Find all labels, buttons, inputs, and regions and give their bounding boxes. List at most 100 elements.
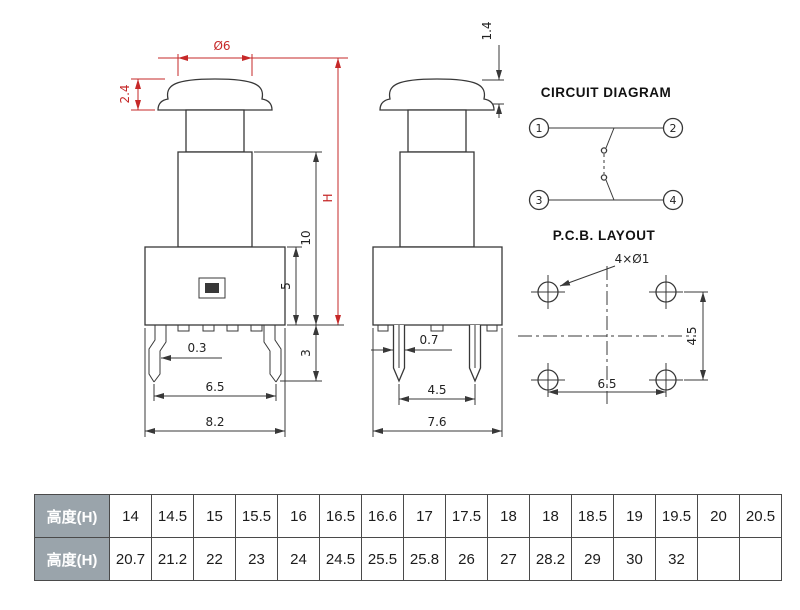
terminal-1-circle [528,117,550,139]
table-cell: 18 [529,494,572,538]
dim-cap-lip: 1.4 [480,21,504,118]
technical-drawing: Ø6 2.4 H 10 5 3 [118,21,708,437]
body-center-detail [198,277,226,299]
terminal-1-label: 1 [536,122,543,135]
table-row: 高度(H) 20.7 21.2 22 23 24 24.5 25.5 25.8 … [34,537,782,581]
table-cell: 17.5 [445,494,488,538]
table-cell: 30 [613,537,656,581]
table-cell: 18.5 [571,494,614,538]
table-cell: 28.2 [529,537,572,581]
table-cell: 25.5 [361,537,404,581]
dim-pcb-row-pitch: 4.5 [684,291,708,381]
side-view: 1.4 0.7 4.5 7.6 [371,21,504,437]
switch-body-side [372,246,503,326]
table-cell: 16.5 [319,494,362,538]
dim-label-cap-lip: 1.4 [480,21,494,40]
pcb-hole-spec-label: 4×Ø1 [615,252,650,266]
table-cell: 15.5 [235,494,278,538]
button-cap [157,78,273,111]
table-cell: 16 [277,494,320,538]
plunger-stem [185,109,245,153]
right-pin [263,325,282,383]
switch-contact-top [600,147,608,154]
plunger-shaft-side [399,151,475,248]
table-cell: 22 [193,537,236,581]
table-cell: 23 [235,537,278,581]
dim-label-pin-width: 0.7 [419,333,438,347]
plunger-stem-side [407,109,467,153]
table-cell: 20 [697,494,740,538]
table-cell [739,537,782,581]
table-cell [697,537,740,581]
dim-label-pin-length: 3 [299,349,313,357]
circuit-diagram: CIRCUIT DIAGRAM 1 2 3 4 [528,85,684,211]
pcb-hole-spec: 4×Ø1 [559,252,650,287]
table-cell: 14 [109,494,152,538]
front-view: Ø6 2.4 H 10 5 3 [118,39,348,437]
dim-label-pin-pitch-side: 4.5 [427,383,446,397]
table-cell: 16.6 [361,494,404,538]
dim-total-height: H [321,58,341,325]
table-cell: 19.5 [655,494,698,538]
dim-label-body-width: 8.2 [205,415,224,429]
terminal-3-label: 3 [536,194,543,207]
terminal-2-label: 2 [670,122,677,135]
row2-header: 高度(H) [34,537,110,581]
left-pin-side [392,325,406,383]
pcb-layout: P.C.B. LAYOUT 4×Ø1 [518,228,708,404]
pcb-hole-top-left [531,275,565,309]
terminal-4-label: 4 [670,194,677,207]
pcb-layout-title: P.C.B. LAYOUT [553,228,656,243]
dim-body-height: 5 [279,246,302,325]
dim-pin-pitch-front: 6.5 [153,380,277,401]
dim-cap-height: 2.4 [118,78,165,111]
switch-contact-bottom [600,174,608,181]
body-bottom-tabs-side [377,324,498,332]
table-row: 高度(H) 14 14.5 15 15.5 16 16.5 16.6 17 17… [34,494,782,538]
dim-body-width: 8.2 [144,328,286,437]
dim-pin-width: 0.7 [371,333,452,353]
table-cell: 14.5 [151,494,194,538]
table-cell: 29 [571,537,614,581]
table-cell: 17 [403,494,446,538]
table-cell: 27 [487,537,530,581]
dim-pcb-col-pitch: 6.5 [548,377,666,395]
table-cell: 32 [655,537,698,581]
table-cell: 20.5 [739,494,782,538]
height-table: 高度(H) 14 14.5 15 15.5 16 16.5 16.6 17 17… [34,494,800,581]
left-pin [148,325,167,383]
dim-label-pcb-col-pitch: 6.5 [597,377,616,391]
dim-label-pcb-row-pitch: 4.5 [685,326,699,345]
height-table-grid: 高度(H) 14 14.5 15 15.5 16 16.5 16.6 17 17… [34,494,782,581]
dim-label-cap-diameter: Ø6 [213,39,230,53]
terminal-3-circle [528,189,550,211]
dim-label-body-height: 5 [279,282,293,290]
dim-cap-diameter: Ø6 [158,39,348,76]
table-cell: 25.8 [403,537,446,581]
right-pin-side [468,325,482,383]
table-cell: 21.2 [151,537,194,581]
dim-label-body-depth: 7.6 [427,415,446,429]
body-bottom-tabs [177,324,263,332]
pcb-hole-bottom-right [649,363,683,397]
table-cell: 18 [487,494,530,538]
pcb-hole-top-right [649,275,683,309]
terminal-2-circle [662,117,684,139]
terminal-4-circle [662,189,684,211]
table-cell: 15 [193,494,236,538]
button-cap-side [379,78,495,111]
row1-header: 高度(H) [34,494,110,538]
table-cell: 20.7 [109,537,152,581]
circuit-diagram-title: CIRCUIT DIAGRAM [541,85,672,100]
dim-label-cap-height: 2.4 [118,84,132,103]
dim-label-total-height: H [321,193,335,202]
table-cell: 24.5 [319,537,362,581]
dim-label-pin-pitch-front: 6.5 [205,380,224,394]
table-cell: 24 [277,537,320,581]
dim-label-upper-height: 10 [299,230,313,245]
dim-pin-length: 3 [280,325,322,382]
dim-body-depth: 7.6 [372,328,503,437]
dim-label-pin-thickness: 0.3 [187,341,206,355]
dim-pin-pitch-side: 4.5 [398,383,476,405]
table-cell: 19 [613,494,656,538]
